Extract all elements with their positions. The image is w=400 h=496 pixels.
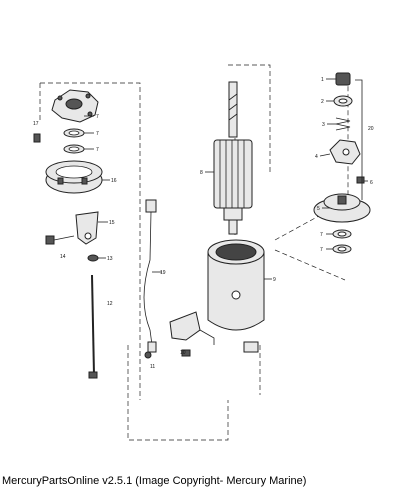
drive-pinion [329,139,361,165]
motor-frame [207,239,265,331]
field-lead-cable [143,199,157,353]
callout-7-right-lower: 7 [320,247,323,253]
callout-7-left-bottom: 7 [96,147,99,153]
callout-8: 8 [200,170,203,176]
callout-17: 17 [33,121,39,127]
through-bolt [88,274,98,379]
callout-15: 15 [109,220,115,226]
callout-16: 16 [111,178,117,184]
image-copyright-footer: MercuryPartsOnline v2.5.1 (Image Copyrig… [2,475,307,487]
drive-cap [335,72,351,86]
nut [87,254,99,262]
callout-5: 5 [317,206,320,212]
callout-13: 13 [107,256,113,262]
callout-7-left-middle: 7 [96,131,99,137]
washer [332,229,352,239]
callout-6: 6 [370,180,373,186]
screw [33,133,41,143]
callout-20: 20 [368,126,374,132]
nut [144,351,152,359]
field-ring [45,160,103,194]
washer [332,244,352,254]
brush-holder [169,311,215,357]
callout-14: 14 [60,254,66,260]
callout-1: 1 [321,77,324,83]
callout-11: 11 [150,364,155,370]
callout-7-right-upper: 7 [320,232,323,238]
callout-2: 2 [321,99,324,105]
mounting-bracket [75,211,99,245]
brush [243,341,259,353]
alignment-lines [39,64,349,441]
callout-3: 3 [322,122,325,128]
callout-12: 12 [107,301,113,307]
commutator-end-head [313,193,371,223]
drive-collar [333,95,353,107]
leader-lines [84,78,368,280]
callout-9: 9 [273,277,276,283]
armature [213,81,253,235]
drive-end-plate [51,89,99,123]
washer [63,128,85,138]
callout-4: 4 [315,154,318,160]
callout-labels: 1 2 3 20 4 6 5 7 7 8 9 7 17 7 7 16 15 14… [33,77,374,370]
nut [356,176,365,184]
callout-19: 19 [160,270,166,276]
washer [63,144,85,154]
callout-10: 10 [180,350,186,356]
bolt [45,235,75,245]
callout-7-left-top: 7 [96,114,99,120]
